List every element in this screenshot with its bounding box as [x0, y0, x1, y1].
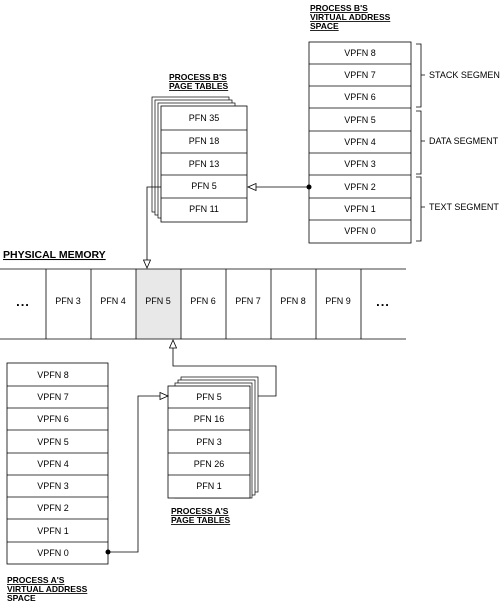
stack-segment-label: STACK SEGMENT	[429, 70, 500, 80]
physical-cell-ellipsis: ...	[16, 294, 30, 309]
arrow-b-pt-to-physical	[142, 186, 161, 269]
physical-cell: PFN 8	[280, 296, 306, 306]
process-b-pt-title: PROCESS B'S PAGE TABLES	[169, 72, 229, 91]
process-b-vas-title: PROCESS B'S VIRTUAL ADDRESS SPACE	[310, 3, 391, 31]
process-b-page-tables: PFN 35 PFN 18 PFN 13 PFN 5 PFN 11	[151, 96, 248, 223]
text-segment-bracket	[416, 176, 425, 242]
pfn-row: PFN 18	[189, 136, 220, 146]
physical-cell: PFN 9	[325, 296, 351, 306]
physical-cell-highlight: PFN 5	[145, 296, 171, 306]
process-a-pt-title: PROCESS A'S PAGE TABLES	[171, 506, 231, 525]
pfn-row: PFN 26	[194, 459, 225, 469]
vpfn-row: VPFN 1	[37, 526, 69, 536]
svg-text:PAGE TABLES: PAGE TABLES	[171, 515, 231, 525]
physical-cell: PFN 6	[190, 296, 216, 306]
data-segment-bracket	[416, 110, 425, 175]
stack-segment-bracket	[416, 43, 425, 108]
process-a-page-tables: PFN 5 PFN 16 PFN 3 PFN 26 PFN 1	[167, 376, 259, 499]
svg-text:SPACE: SPACE	[310, 21, 339, 31]
segment-brackets: STACK SEGMENT DATA SEGMENT TEXT SEGMENT	[416, 43, 500, 242]
vpfn-row: VPFN 6	[344, 92, 376, 102]
physical-memory-title: PHYSICAL MEMORY	[3, 249, 106, 261]
vpfn-row: VPFN 8	[37, 370, 69, 380]
vpfn-row: VPFN 3	[344, 159, 376, 169]
vpfn-row: VPFN 7	[37, 392, 69, 402]
vpfn-row: VPFN 1	[344, 204, 376, 214]
svg-text:PROCESS A'S: PROCESS A'S	[7, 575, 65, 585]
physical-cell: PFN 4	[100, 296, 126, 306]
physical-cell: PFN 7	[235, 296, 261, 306]
physical-cell: PFN 3	[55, 296, 81, 306]
svg-text:PROCESS A'S: PROCESS A'S	[171, 506, 229, 516]
physical-cell-ellipsis: ...	[376, 294, 390, 309]
vpfn-row: VPFN 2	[37, 503, 69, 513]
vpfn-row: VPFN 3	[37, 481, 69, 491]
process-a-vas-title: PROCESS A'S VIRTUAL ADDRESS SPACE	[7, 575, 88, 602]
pfn-row: PFN 1	[196, 481, 222, 491]
text-segment-label: TEXT SEGMENT	[429, 202, 499, 212]
pfn-row: PFN 11	[189, 204, 219, 214]
svg-text:SPACE: SPACE	[7, 593, 36, 602]
vpfn-row: VPFN 4	[344, 137, 376, 147]
arrow-a-vpfn0-to-pt	[105, 391, 169, 555]
vpfn-row: VPFN 0	[37, 548, 69, 558]
arrow-a-pt-to-physical	[168, 339, 277, 397]
svg-text:VIRTUAL ADDRESS: VIRTUAL ADDRESS	[7, 584, 88, 594]
pfn-row: PFN 13	[189, 159, 220, 169]
pfn-row: PFN 5	[196, 392, 222, 402]
svg-text:PROCESS B'S: PROCESS B'S	[310, 3, 368, 13]
pfn-row: PFN 35	[189, 113, 220, 123]
pfn-row: PFN 16	[194, 414, 225, 424]
arrow-b-vpfn2-to-pt	[247, 182, 312, 192]
physical-memory-strip: ... PFN 3 PFN 4 PFN 5 PFN 6 PFN 7 PFN 8 …	[0, 268, 406, 340]
process-b-vas-table: VPFN 8 VPFN 7 VPFN 6 VPFN 5 VPFN 4 VPFN …	[308, 41, 412, 244]
vpfn-row: VPFN 5	[37, 437, 69, 447]
vpfn-row: VPFN 5	[344, 115, 376, 125]
pfn-row: PFN 3	[196, 437, 222, 447]
svg-text:VIRTUAL ADDRESS: VIRTUAL ADDRESS	[310, 12, 391, 22]
vpfn-row: VPFN 4	[37, 459, 69, 469]
vpfn-row: VPFN 8	[344, 48, 376, 58]
pfn-row: PFN 5	[191, 181, 217, 191]
vpfn-row: VPFN 7	[344, 70, 376, 80]
vpfn-row: VPFN 2	[344, 182, 376, 192]
process-a-vas-table: VPFN 8 VPFN 7 VPFN 6 VPFN 5 VPFN 4 VPFN …	[6, 362, 109, 565]
vpfn-row: VPFN 0	[344, 226, 376, 236]
svg-text:PAGE TABLES: PAGE TABLES	[169, 81, 229, 91]
data-segment-label: DATA SEGMENT	[429, 136, 499, 146]
svg-text:PROCESS B'S: PROCESS B'S	[169, 72, 227, 82]
vpfn-row: VPFN 6	[37, 414, 69, 424]
